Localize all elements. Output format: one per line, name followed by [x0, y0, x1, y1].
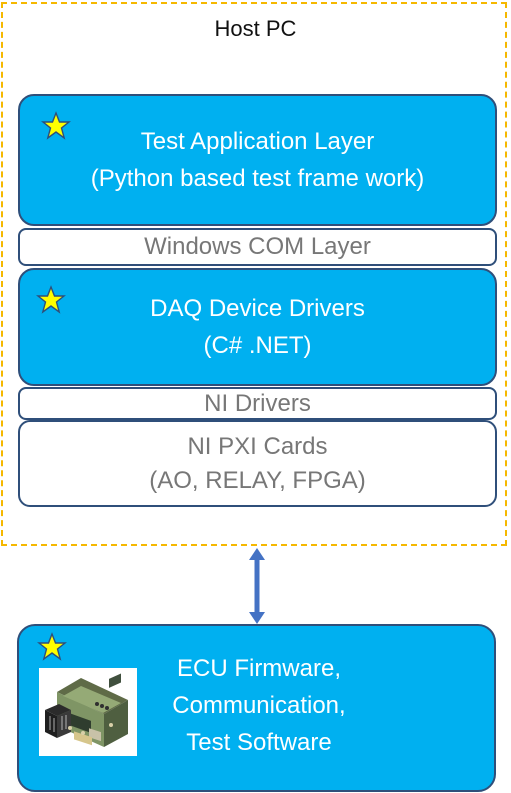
ni-drivers-label: NI Drivers [204, 389, 311, 417]
windows-com-layer: Windows COM Layer [18, 228, 497, 266]
star-icon [41, 111, 71, 141]
daq-device-drivers-layer: DAQ Device Drivers (C# .NET) [18, 268, 497, 386]
star-icon [36, 285, 66, 315]
star-icon [37, 632, 67, 662]
ecu-box: ECU Firmware, Communication, Test Softwa… [17, 624, 496, 792]
daq-device-drivers-subtitle: (C# .NET) [203, 332, 312, 359]
ni-drivers-layer: NI Drivers [18, 387, 497, 420]
test-application-layer-title: Test Application Layer [140, 128, 375, 155]
ecu-line-communication: Communication, [172, 692, 346, 719]
windows-com-layer-label: Windows COM Layer [144, 233, 371, 260]
host-pc-frame [1, 2, 507, 546]
ecu-description: ECU Firmware, Communication, Test Softwa… [139, 650, 379, 761]
ni-pxi-cards-subtitle: (AO, RELAY, FPGA) [149, 466, 366, 494]
ecu-line-test-software: Test Software [186, 729, 332, 756]
host-pc-title: Host PC [214, 16, 297, 41]
test-application-layer: Test Application Layer (Python based tes… [18, 94, 497, 226]
ni-pxi-cards-title: NI PXI Cards [187, 432, 328, 460]
double-arrow-icon [245, 548, 269, 624]
ecu-board-icon [39, 668, 137, 756]
daq-device-drivers-title: DAQ Device Drivers [150, 295, 365, 322]
ni-pxi-cards-layer: NI PXI Cards (AO, RELAY, FPGA) [18, 420, 497, 507]
ecu-line-firmware: ECU Firmware, [176, 655, 341, 682]
test-application-layer-subtitle: (Python based test frame work) [90, 165, 425, 192]
